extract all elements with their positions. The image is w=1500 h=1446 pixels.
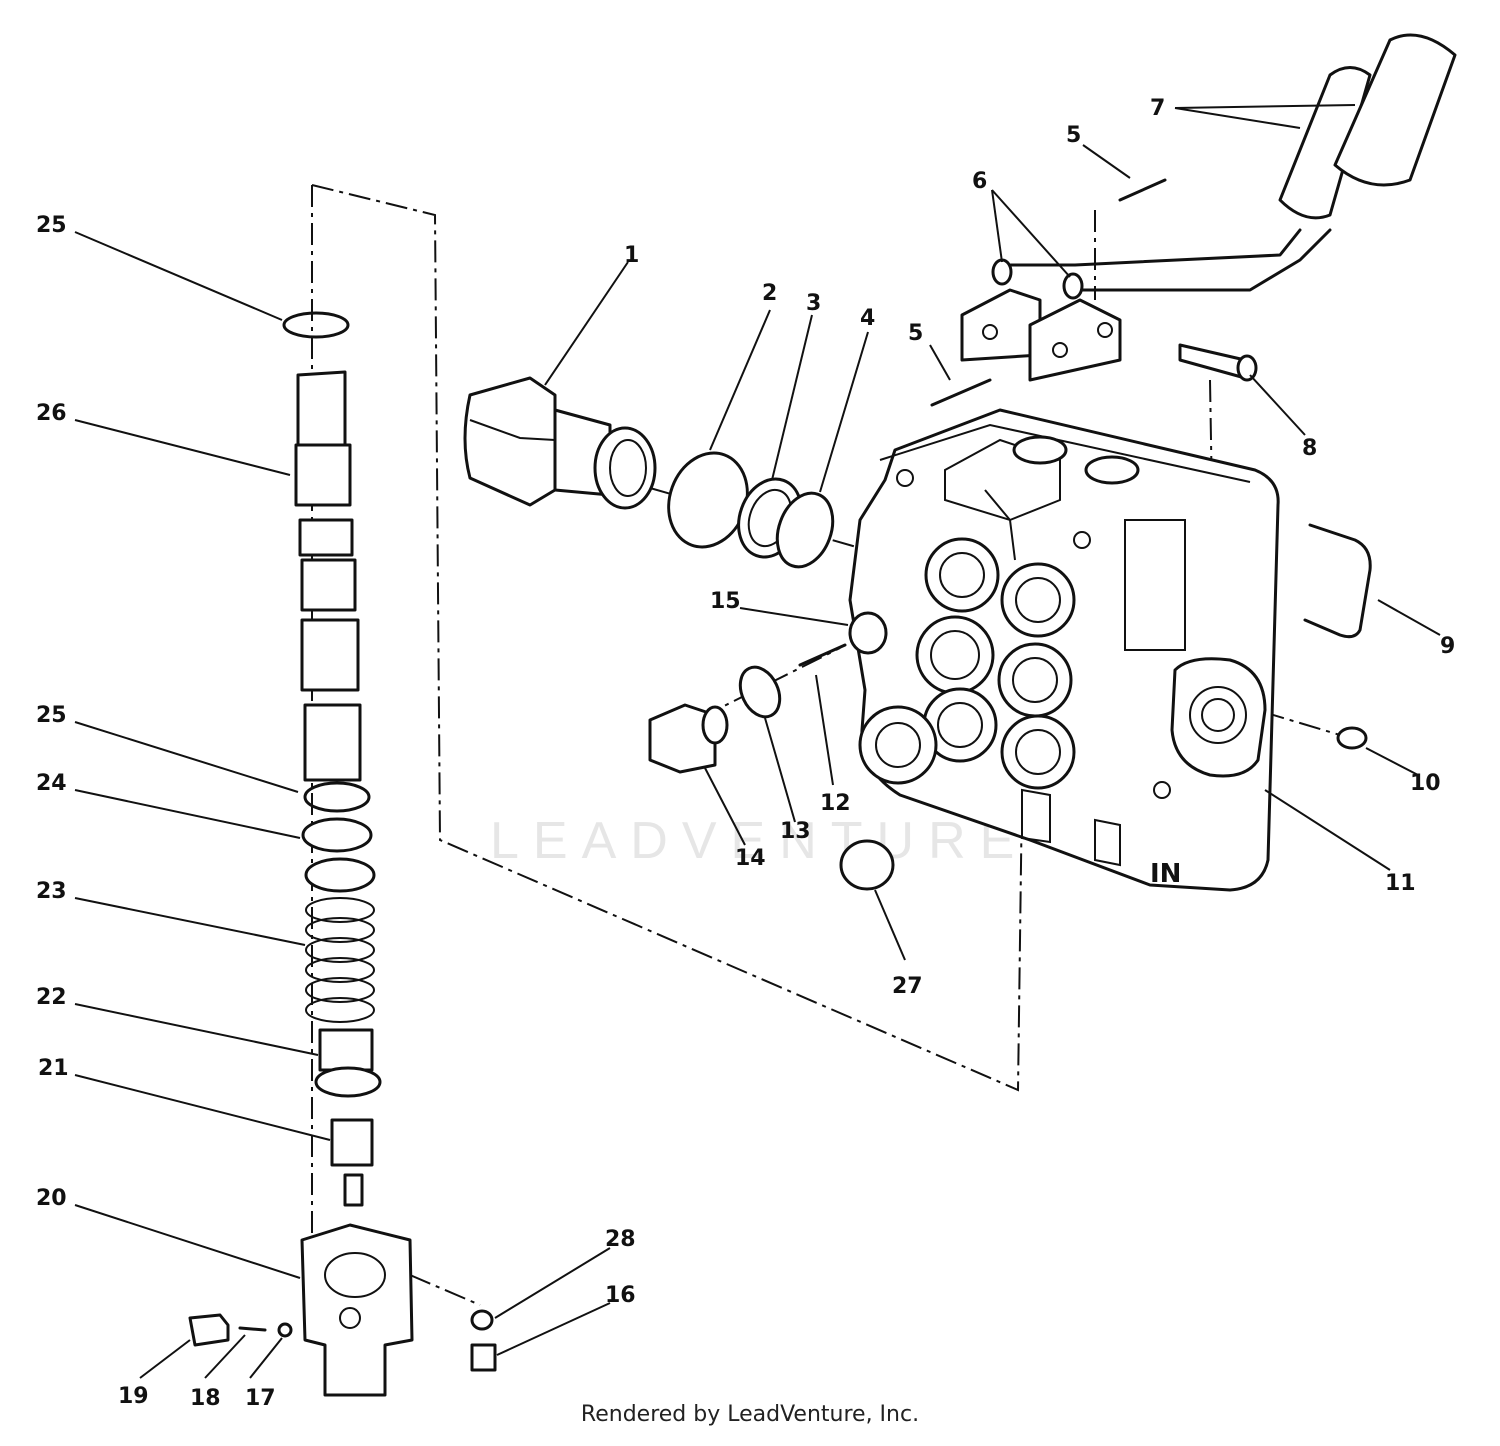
leader-lines	[74, 104, 1441, 1379]
callout-label: 9	[1440, 634, 1455, 659]
callout-label: 5	[1066, 123, 1081, 148]
callout-label: 12	[820, 791, 851, 816]
callout-label: 17	[245, 1386, 276, 1411]
callout-label: 13	[780, 819, 811, 844]
part-21-bolt	[330, 1118, 374, 1167]
callout-label: 20	[36, 1186, 67, 1211]
part-28-ball	[470, 1309, 494, 1331]
part-12-spring	[798, 643, 847, 667]
callout-label: 21	[38, 1056, 69, 1081]
callout-label: 27	[892, 974, 923, 999]
callout-label: 26	[36, 401, 67, 426]
part-26-spool	[296, 370, 347, 447]
callout-label: 23	[36, 879, 67, 904]
part-5-roll-pin-top	[1118, 178, 1167, 202]
part-24-washer	[301, 817, 373, 853]
valve-body: IN	[848, 408, 1280, 892]
part-25-o-ring-lower	[303, 781, 371, 813]
callout-label: 1	[624, 243, 639, 268]
callout-label: 22	[36, 985, 67, 1010]
part-10-set-screw	[1336, 726, 1368, 750]
part-15-poppet	[848, 611, 888, 655]
callout-label: 5	[908, 321, 923, 346]
callout-label: 25	[36, 213, 67, 238]
callout-label: 6	[972, 169, 987, 194]
part-16-plug	[470, 1343, 497, 1372]
callout-label: 2	[762, 281, 777, 306]
callout-label: 25	[36, 703, 67, 728]
part-27-cap	[839, 839, 895, 891]
callout-label: 28	[605, 1227, 636, 1252]
callout-label: 24	[36, 771, 67, 796]
part-1-fitting	[463, 376, 657, 510]
part-4-o-ring	[775, 491, 835, 569]
callout-label: 10	[1410, 771, 1441, 796]
part-20-spool-cap	[300, 1223, 414, 1397]
part-14-plug	[648, 703, 729, 774]
part-6-handle	[960, 228, 1332, 382]
part-19-plug	[188, 1313, 230, 1347]
callout-label: 11	[1385, 871, 1416, 896]
part-9-retaining-clip	[1303, 523, 1372, 639]
footer-credit: Rendered by LeadVenture, Inc.	[580, 1402, 920, 1427]
part-18-spring	[238, 1326, 267, 1332]
callout-label: 7	[1150, 96, 1165, 121]
callout-label: 16	[605, 1283, 636, 1308]
callout-label: 18	[190, 1386, 221, 1411]
callout-label: 19	[118, 1384, 149, 1409]
part-22-spring-seat	[318, 1028, 374, 1072]
in-port-marking: IN	[1150, 859, 1181, 889]
part-25-o-ring-top	[282, 311, 350, 339]
part-7-handle-grips	[1278, 33, 1457, 220]
callout-label: 15	[710, 589, 741, 614]
spool-assembly	[282, 311, 414, 1397]
callout-label: 3	[806, 291, 821, 316]
part-5-roll-pin-bottom	[930, 378, 992, 407]
watermark-text: LEADVENTURE	[490, 812, 1028, 870]
part-13-o-ring	[738, 665, 782, 719]
part-17-ball	[277, 1322, 293, 1338]
part-23-spring	[305, 897, 375, 1023]
callout-label: 8	[1302, 436, 1317, 461]
callout-label: 4	[860, 306, 875, 331]
callout-label: 14	[735, 846, 766, 871]
part-8-clevis-pin	[1178, 343, 1258, 382]
